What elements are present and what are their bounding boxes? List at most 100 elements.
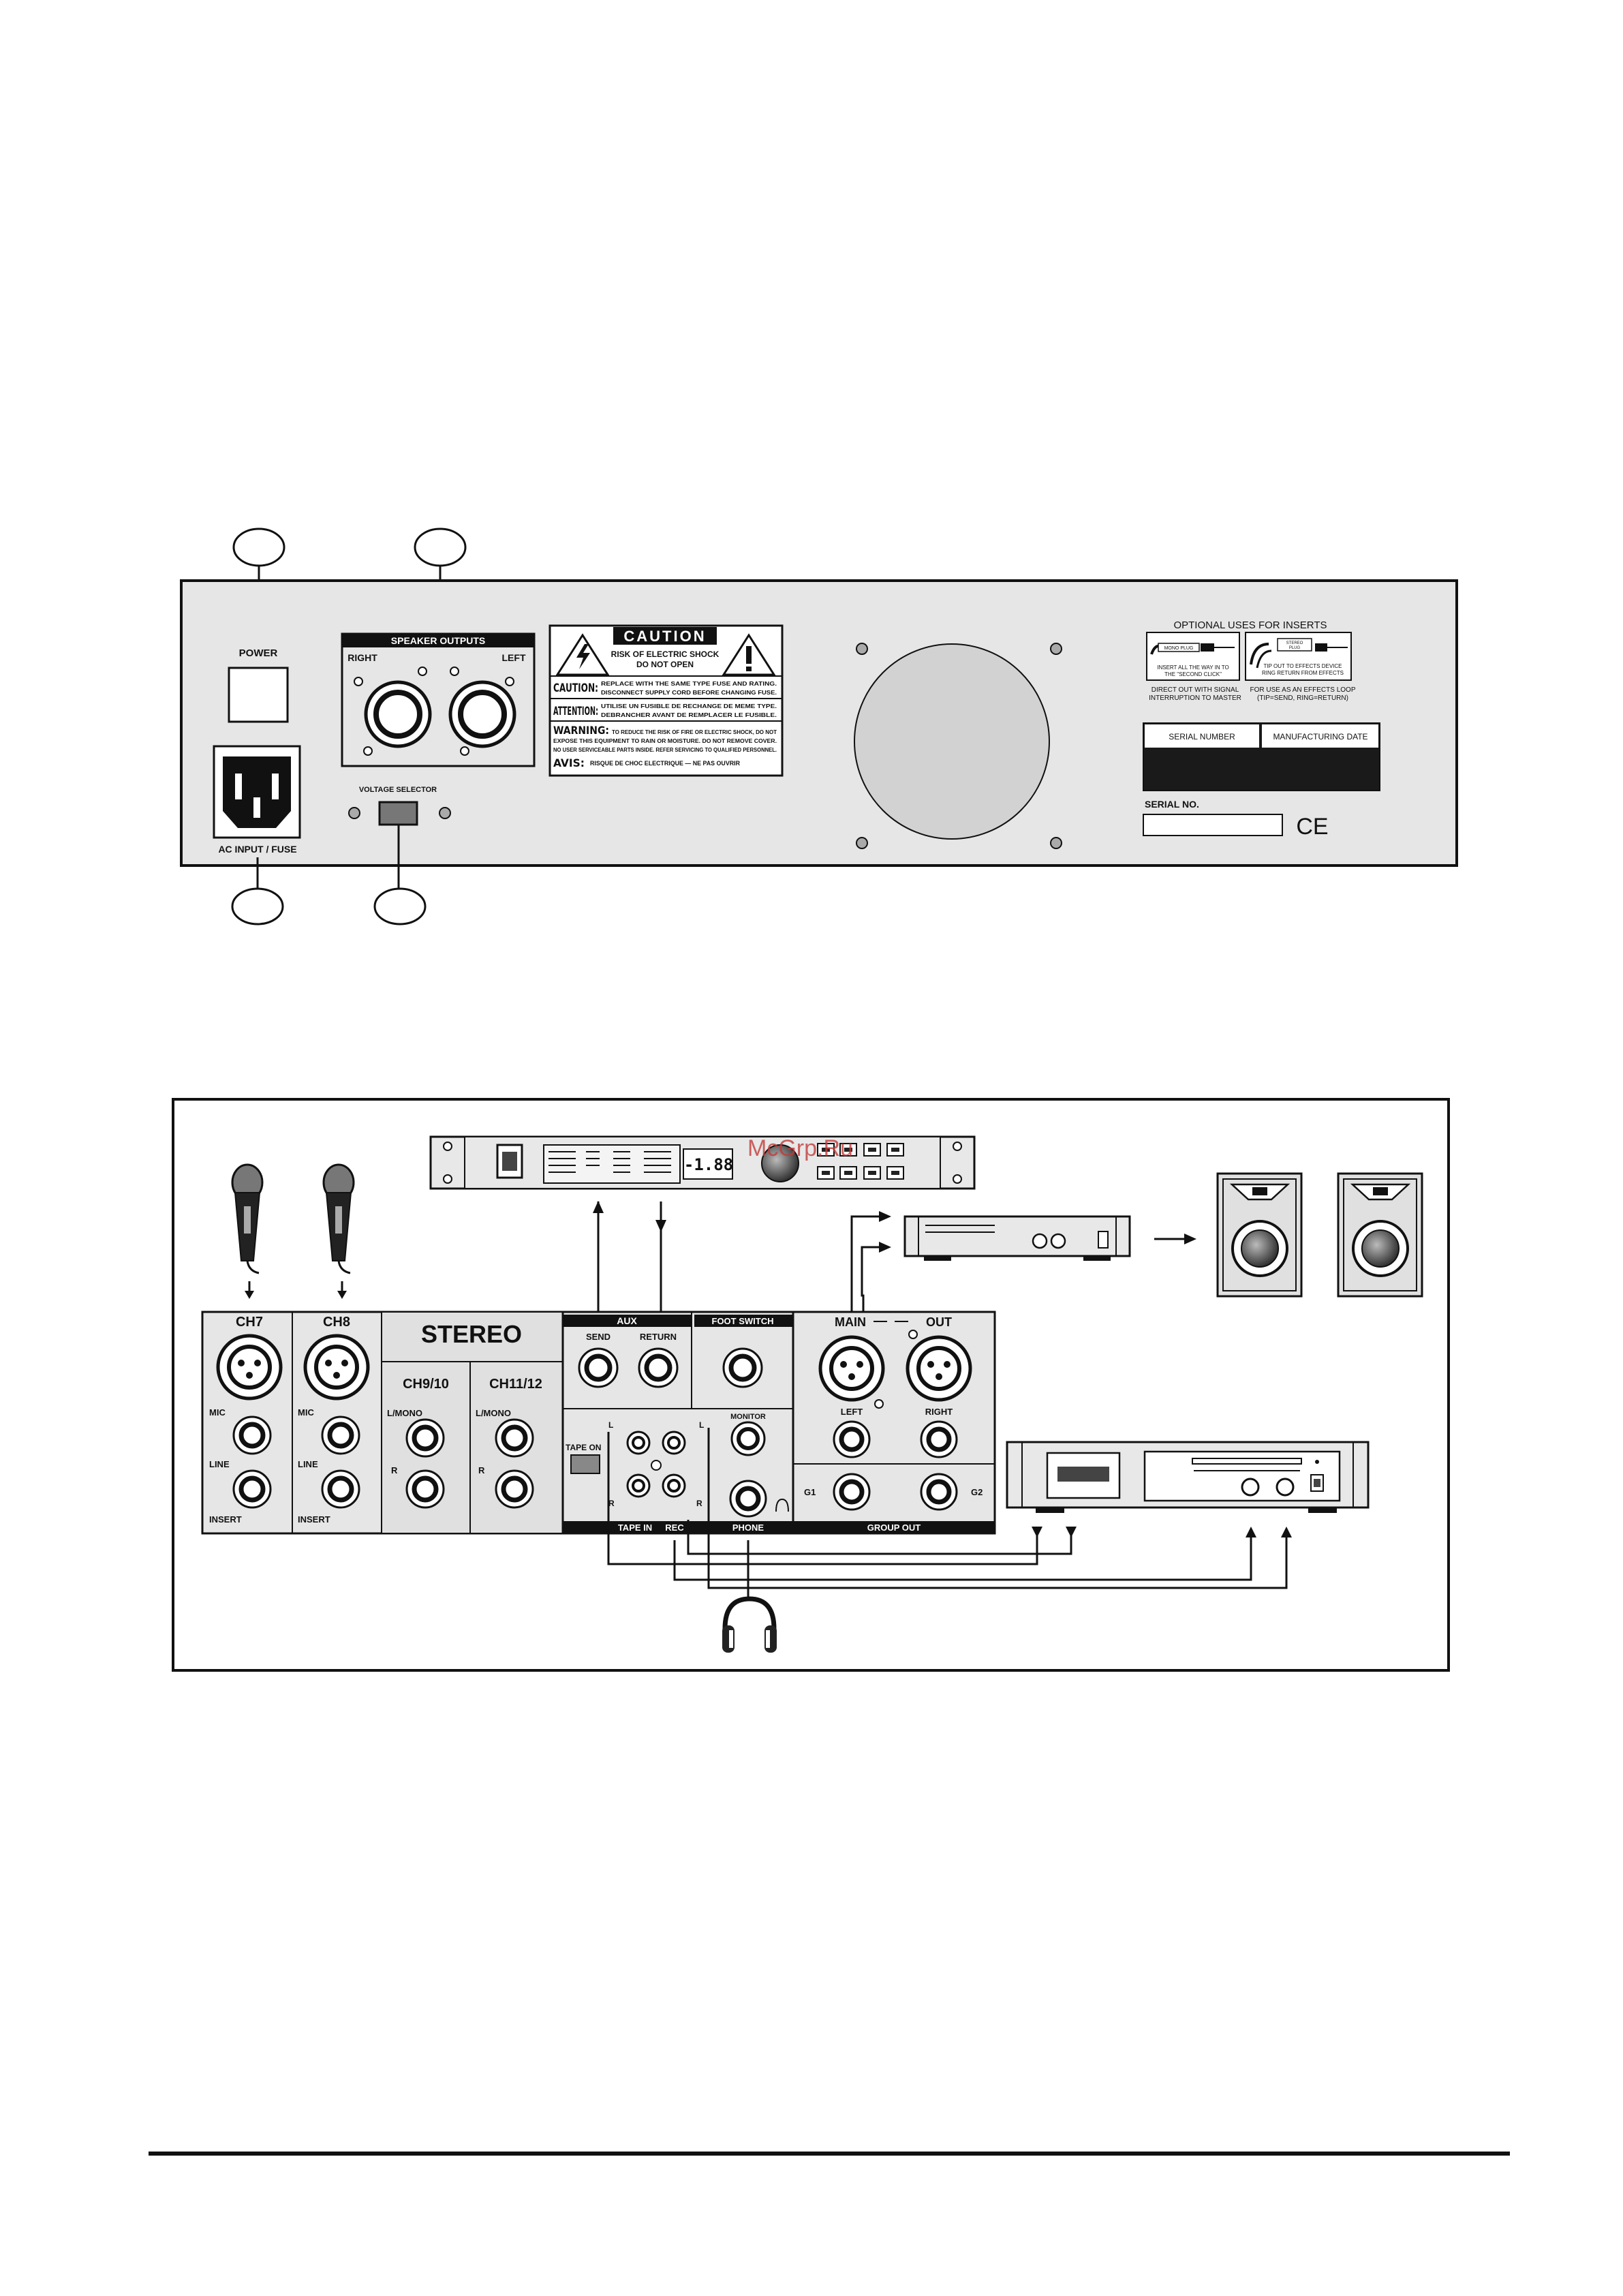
- callout-circle-ac-input: [231, 887, 284, 925]
- group-out-g2-jack[interactable]: [920, 1473, 958, 1511]
- ch9-10-left-jack[interactable]: [405, 1418, 445, 1458]
- tape-r-label: R: [608, 1499, 615, 1508]
- main-out-left-xlr[interactable]: [818, 1335, 885, 1402]
- ch9-10-label: CH9/10: [403, 1377, 449, 1392]
- ch8-label: CH8: [323, 1315, 350, 1330]
- effects-knob: [761, 1144, 799, 1182]
- effects-meter-display: [543, 1144, 681, 1184]
- rec-right-rca[interactable]: [662, 1473, 686, 1498]
- callout-circle-voltage-selector: [373, 887, 427, 925]
- rec-label: REC: [665, 1522, 684, 1533]
- ch7-line-label: LINE: [209, 1459, 230, 1469]
- main-out-right-xlr[interactable]: [906, 1335, 972, 1402]
- main-left-jack[interactable]: [833, 1420, 871, 1458]
- aux-return-jack[interactable]: [638, 1347, 679, 1388]
- serial-number-header: SERIAL NUMBER: [1169, 732, 1235, 741]
- tape-in-label: TAPE IN: [618, 1522, 652, 1533]
- effects-loop-text-1: FOR USE AS AN EFFECTS LOOP: [1250, 686, 1355, 694]
- effects-display-readout: -1.88: [684, 1155, 733, 1174]
- tape-on-switch[interactable]: [570, 1454, 600, 1474]
- caution-line-1: REPLACE WITH THE SAME TYPE FUSE AND RATI…: [601, 680, 777, 687]
- stereo-plug-label-2: PLUG: [1289, 646, 1301, 650]
- foot-switch-jack[interactable]: [722, 1347, 763, 1388]
- speaker-output-right[interactable]: [354, 667, 432, 756]
- attention-word: ATTENTION:: [553, 705, 598, 718]
- insert-text-1: INSERT ALL THE WAY IN TO: [1157, 664, 1229, 671]
- ch7-insert-label: INSERT: [209, 1514, 242, 1525]
- speaker-left-label: LEFT: [502, 652, 526, 663]
- main-left-label: LEFT: [841, 1407, 863, 1417]
- insert-text-2: THE "SECOND CLICK": [1164, 671, 1222, 677]
- speaker-right-label: RIGHT: [347, 652, 377, 663]
- tape-in-left-rca[interactable]: [626, 1430, 651, 1455]
- power-label: POWER: [239, 647, 278, 659]
- optional-inserts-title: OPTIONAL USES FOR INSERTS: [1173, 619, 1327, 631]
- speaker-outputs-title: SPEAKER OUTPUTS: [391, 635, 485, 646]
- foot-switch-label: FOOT SWITCH: [712, 1316, 774, 1326]
- risk-text: RISK OF ELECTRIC SHOCK: [611, 649, 720, 659]
- aux-return-label: RETURN: [640, 1332, 677, 1342]
- ch7-label: CH7: [236, 1315, 263, 1330]
- g1-label: G1: [804, 1487, 816, 1497]
- attention-line-2: DEBRANCHER AVANT DE REMPLACER LE FUSIBLE…: [601, 711, 777, 718]
- tape-in-right-rca[interactable]: [626, 1473, 651, 1498]
- connection-diagram: -1.88 McGrp.Ru: [172, 1098, 1450, 1672]
- microphone-1: [231, 1163, 264, 1274]
- ch11-12-r-label: R: [478, 1465, 485, 1475]
- warning-line-3: NO USER SERVICEABLE PARTS INSIDE. REFER …: [553, 747, 777, 753]
- direct-out-text-1: DIRECT OUT WITH SIGNAL: [1151, 686, 1239, 694]
- tip-text-1: TIP OUT TO EFFECTS DEVICE: [1264, 663, 1342, 669]
- phone-jack[interactable]: [729, 1480, 767, 1518]
- mono-plug-illustration: [1146, 632, 1240, 681]
- ch8-xlr-input[interactable]: [303, 1334, 370, 1400]
- ch8-line-label: LINE: [298, 1459, 318, 1469]
- ch7-line-jack[interactable]: [232, 1415, 272, 1455]
- group-out-g1-jack[interactable]: [833, 1473, 871, 1511]
- ch8-mic-label: MIC: [298, 1407, 314, 1418]
- monitor-l-label: L: [699, 1420, 704, 1430]
- warning-line-2: EXPOSE THIS EQUIPMENT TO RAIN OR MOISTUR…: [553, 738, 777, 744]
- tape-on-label: TAPE ON: [566, 1443, 601, 1452]
- avis-text: RISQUE DE CHOC ELECTRIQUE — NE PAS OUVRI…: [590, 760, 740, 767]
- ch9-10-right-jack[interactable]: [405, 1469, 445, 1509]
- voltage-selector-switch[interactable]: [378, 801, 418, 826]
- ch11-12-left-jack[interactable]: [495, 1418, 534, 1458]
- g2-label: G2: [971, 1487, 983, 1497]
- callout-circle-speaker-outputs: [414, 527, 467, 567]
- ch8-line-jack[interactable]: [321, 1415, 360, 1455]
- stereo-plug-label-1: STEREO: [1286, 641, 1303, 645]
- power-switch[interactable]: [228, 667, 289, 723]
- ch11-12-right-jack[interactable]: [495, 1469, 534, 1509]
- aux-send-jack[interactable]: [578, 1347, 619, 1388]
- manufacturing-date-header: MANUFACTURING DATE: [1273, 732, 1367, 741]
- ac-input-label: AC INPUT / FUSE: [218, 844, 296, 855]
- direct-out-text-2: INTERRUPTION TO MASTER: [1149, 694, 1241, 702]
- ce-mark: CE: [1296, 814, 1328, 840]
- speaker-output-left[interactable]: [448, 667, 516, 756]
- aux-label: AUX: [617, 1315, 637, 1326]
- tape-wires: [607, 1428, 1288, 1589]
- power-amplifier: [903, 1215, 1131, 1261]
- ch8-insert-jack[interactable]: [321, 1469, 360, 1509]
- effects-loop-text-2: (TIP=SEND, RING=RETURN): [1257, 694, 1348, 702]
- main-right-label: RIGHT: [925, 1407, 953, 1417]
- rec-left-rca[interactable]: [662, 1430, 686, 1455]
- monitor-jack[interactable]: [730, 1421, 766, 1456]
- serial-no-label: SERIAL NO.: [1145, 799, 1199, 810]
- headphones-icon: [722, 1596, 777, 1653]
- ch7-mic-label: MIC: [209, 1407, 226, 1418]
- mono-plug-label: MONO PLUG: [1164, 646, 1194, 651]
- ch7-xlr-input[interactable]: [216, 1334, 283, 1400]
- speaker-cabinet-left: [1216, 1172, 1303, 1298]
- ch9-10-lmono-label: L/MONO: [387, 1408, 422, 1418]
- ch9-10-r-label: R: [391, 1465, 398, 1475]
- main-right-jack[interactable]: [920, 1420, 958, 1458]
- voltage-selector-label: VOLTAGE SELECTOR: [359, 786, 437, 794]
- main-label: MAIN: [835, 1315, 866, 1329]
- ch7-insert-jack[interactable]: [232, 1469, 272, 1509]
- group-out-label: GROUP OUT: [867, 1522, 921, 1533]
- fan-grille: [854, 643, 1050, 840]
- rear-panel-figure: POWER AC INPUT / FUSE SPEAKER OUTPUTS RI…: [180, 527, 1458, 925]
- tape-deck: [1006, 1441, 1370, 1513]
